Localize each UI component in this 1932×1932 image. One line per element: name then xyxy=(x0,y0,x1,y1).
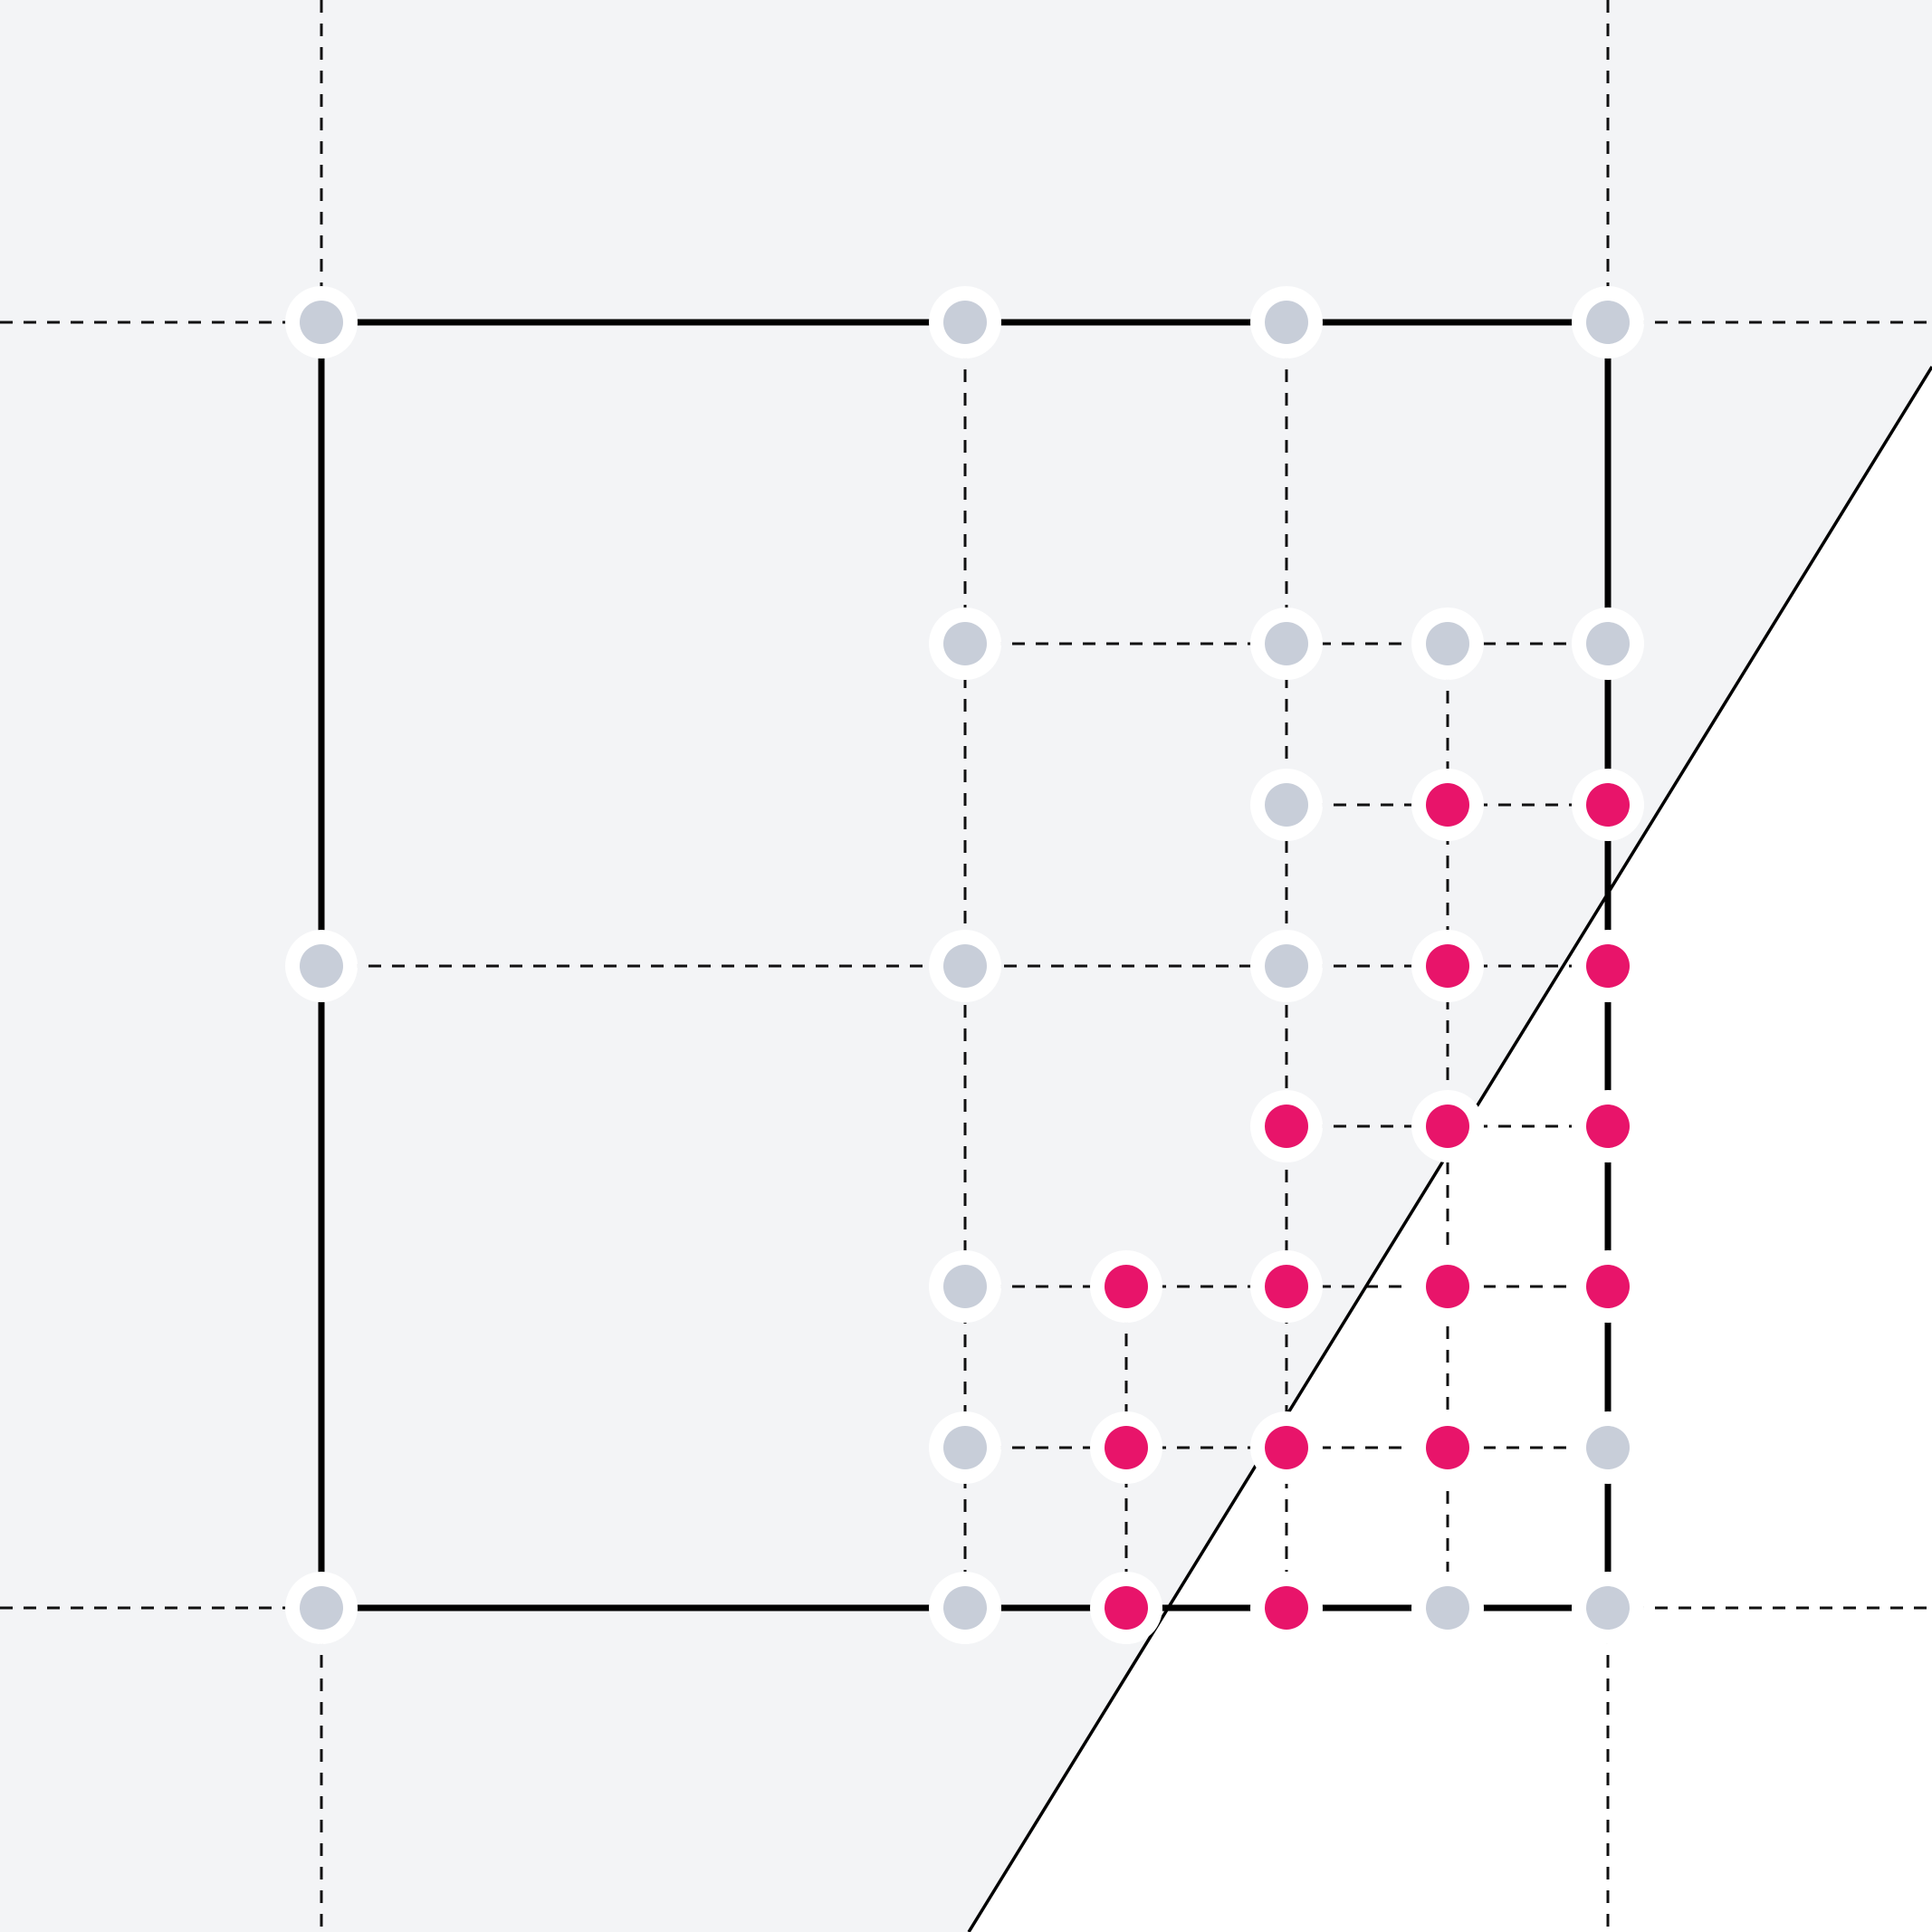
node-active xyxy=(1265,1105,1308,1148)
node-inactive xyxy=(1265,783,1308,827)
node-active xyxy=(1426,1265,1469,1308)
node-active xyxy=(1586,783,1630,827)
node-inactive xyxy=(943,1426,987,1469)
node-inactive xyxy=(1265,622,1308,665)
node-inactive xyxy=(1426,622,1469,665)
node-active xyxy=(1426,1105,1469,1148)
node-active xyxy=(1265,1586,1308,1630)
node-active xyxy=(1265,1265,1308,1308)
node-inactive xyxy=(1265,944,1308,988)
node-inactive xyxy=(1426,1586,1469,1630)
node-inactive xyxy=(943,622,987,665)
node-active xyxy=(1265,1426,1308,1469)
node-active xyxy=(1426,1426,1469,1469)
node-inactive xyxy=(300,944,343,988)
node-inactive xyxy=(1586,622,1630,665)
node-inactive xyxy=(300,301,343,344)
node-active xyxy=(1586,944,1630,988)
node-inactive xyxy=(943,944,987,988)
node-active xyxy=(1105,1426,1148,1469)
node-inactive xyxy=(943,1586,987,1630)
node-inactive xyxy=(1265,301,1308,344)
node-active xyxy=(1586,1105,1630,1148)
nodes xyxy=(285,286,1644,1644)
node-active xyxy=(1586,1265,1630,1308)
node-inactive xyxy=(1586,1426,1630,1469)
node-active xyxy=(1426,944,1469,988)
node-inactive xyxy=(943,301,987,344)
node-inactive xyxy=(300,1586,343,1630)
node-inactive xyxy=(1586,301,1630,344)
node-active xyxy=(1105,1265,1148,1308)
node-active xyxy=(1105,1586,1148,1630)
node-inactive xyxy=(1586,1586,1630,1630)
node-active xyxy=(1426,783,1469,827)
node-inactive xyxy=(943,1265,987,1308)
